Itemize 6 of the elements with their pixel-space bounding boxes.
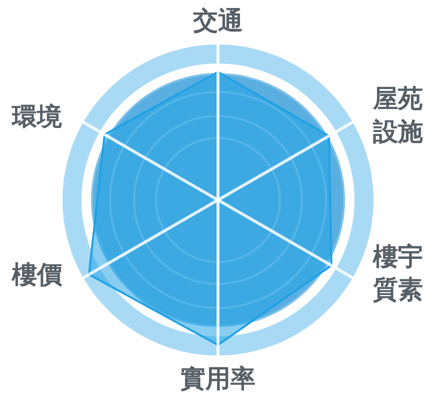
axis-label: 屋苑設施 <box>372 83 424 148</box>
axis-label: 環境 <box>10 101 63 133</box>
axis-label: 樓價 <box>10 259 63 291</box>
axis-label: 樓宇質素 <box>372 241 424 306</box>
axis-label: 實用率 <box>180 363 256 395</box>
axis-label: 交通 <box>192 5 244 37</box>
